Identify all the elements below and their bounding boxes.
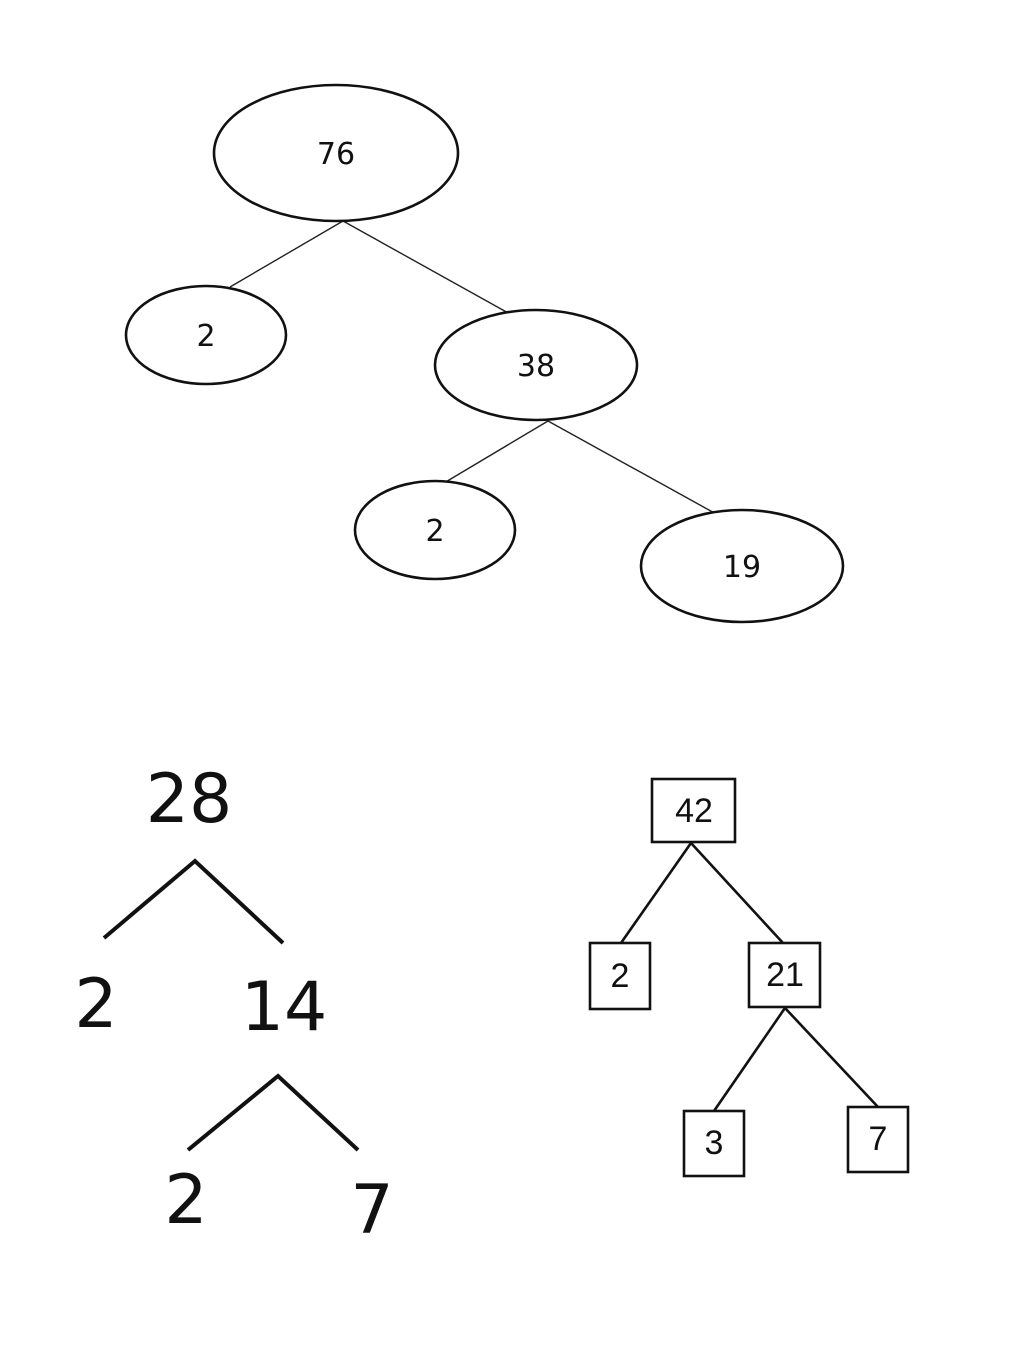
plain-node-branch-left-leaf-label: 2 (164, 1161, 207, 1240)
edge-21-to-7 (784, 1007, 879, 1108)
oval-factor-tree: 76 2 38 2 19 (124, 83, 845, 624)
oval-node-right-branch: 38 (433, 308, 639, 422)
box-node-root-label: 42 (675, 792, 713, 830)
oval-node-root-label: 76 (317, 137, 355, 172)
plain-node-root-label: 28 (146, 760, 233, 839)
oval-node-root: 76 (212, 83, 460, 223)
box-node-right-branch: 21 (747, 941, 822, 1009)
oval-node-left-leaf-label: 2 (196, 319, 215, 354)
oval-node-branch-left-leaf-label: 2 (425, 514, 444, 549)
plain-branch-14 (186, 1073, 360, 1152)
box-node-branch-right-leaf-label: 7 (869, 1120, 888, 1158)
plain-node-branch-right-leaf-label: 7 (350, 1171, 393, 1250)
plain-branch-28 (102, 858, 285, 945)
oval-node-branch-right-leaf: 19 (639, 508, 845, 624)
oval-node-right-branch-label: 38 (517, 349, 555, 384)
oval-node-branch-left-leaf: 2 (353, 479, 517, 581)
edge-42-to-21 (690, 842, 784, 944)
box-node-branch-right-leaf: 7 (846, 1105, 910, 1174)
edge-76-to-38 (342, 220, 511, 315)
box-node-branch-left-leaf-label: 3 (705, 1124, 724, 1162)
edge-21-to-3 (712, 1007, 787, 1112)
box-node-root: 42 (650, 777, 737, 844)
box-node-right-branch-label: 21 (766, 956, 804, 994)
oval-node-left-leaf: 2 (124, 284, 288, 386)
plain-node-right-branch-label: 14 (241, 968, 328, 1047)
box-factor-tree: 42 2 21 3 7 (588, 777, 910, 1178)
plain-node-left-leaf-label: 2 (74, 965, 117, 1044)
edge-76-to-2 (229, 220, 344, 288)
plain-factor-tree: 28 2 14 2 7 (74, 760, 393, 1250)
box-node-left-leaf: 2 (588, 941, 652, 1011)
oval-node-branch-right-leaf-label: 19 (723, 550, 761, 585)
edge-38-to-2 (443, 420, 549, 484)
box-node-branch-left-leaf: 3 (682, 1109, 746, 1178)
edge-38-to-19 (547, 420, 719, 516)
edge-42-to-2 (619, 842, 693, 944)
box-node-left-leaf-label: 2 (611, 957, 630, 995)
